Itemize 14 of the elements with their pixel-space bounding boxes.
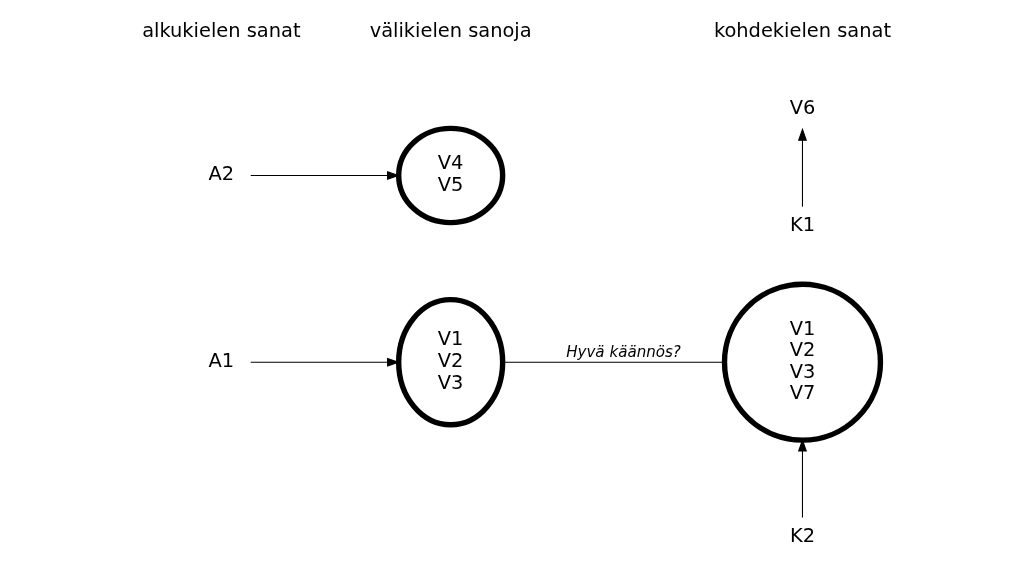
label: välikielen sanoja	[369, 18, 532, 42]
node-circle: V4 V5	[395, 125, 505, 226]
node-text: A2	[208, 162, 234, 186]
node-text: K2	[789, 523, 815, 547]
node-ellipse: V1 V2 V3	[395, 296, 505, 428]
arrow	[797, 127, 807, 208]
label: kohdekielen sanat	[713, 18, 891, 42]
arrow	[249, 170, 400, 181]
node-text: V6	[789, 96, 815, 120]
label: alkukielen sanat	[141, 18, 301, 42]
edge-label: Hyvä käännös?	[565, 343, 681, 362]
node-text: A1	[208, 348, 234, 372]
node-circle: V1 V2 V3 V7	[721, 281, 883, 443]
node-text: K1	[789, 212, 815, 236]
